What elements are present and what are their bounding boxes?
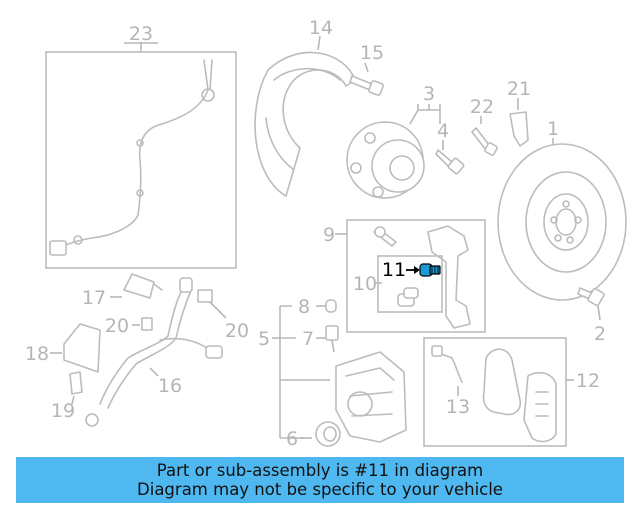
callout-6: 6 [286, 428, 298, 450]
part-12-brake-pads [423, 337, 574, 447]
part-21-sensor [509, 98, 529, 147]
callout-18: 18 [25, 343, 49, 365]
part-20-clip-right [197, 289, 227, 319]
part-15-bolt [349, 62, 384, 96]
part-20-clip-left [132, 317, 153, 331]
callout-13: 13 [446, 396, 470, 418]
callout-10: 10 [353, 273, 377, 295]
callout-14: 14 [309, 17, 333, 39]
callout-4: 4 [437, 120, 449, 142]
part-9-10-caliper-bracket [335, 219, 486, 333]
callout-3: 3 [423, 83, 435, 105]
part-14-splash-shield [254, 35, 356, 197]
part-22-bolt [471, 116, 498, 156]
callout-20-right: 20 [225, 320, 249, 342]
callout-9: 9 [323, 224, 335, 246]
part-3-wheel-hub [346, 104, 441, 199]
callout-7: 7 [302, 328, 314, 350]
part-4-bolt [435, 140, 465, 175]
callout-1: 1 [547, 118, 559, 140]
parts-diagram: 23 14 15 3 21 22 1 4 9 10 11 2 17 20 20 … [25, 17, 627, 450]
callout-2: 2 [594, 323, 606, 345]
part-23-abs-sensor-wire [45, 42, 237, 269]
callout-20-left: 20 [105, 315, 129, 337]
callout-21: 21 [507, 78, 531, 100]
part-17-bracket [110, 273, 163, 299]
callout-23: 23 [129, 23, 153, 45]
info-banner: Part or sub-assembly is #11 in diagram D… [16, 457, 624, 503]
callout-5: 5 [258, 328, 270, 350]
callout-11[interactable]: 11 [382, 259, 406, 281]
part-6-piston-seal [300, 421, 341, 447]
banner-line-1: Part or sub-assembly is #11 in diagram [156, 461, 484, 480]
part-1-brake-rotor [497, 138, 627, 301]
part-2-bolt [577, 287, 605, 321]
part-18-bracket [50, 323, 101, 373]
part-7-bleeder-screw [316, 325, 339, 353]
callout-8: 8 [298, 296, 310, 318]
part-16-brake-hose [85, 277, 223, 427]
part-11-bolt-highlighted[interactable] [406, 263, 441, 277]
callout-22: 22 [470, 96, 494, 118]
callout-15: 15 [360, 42, 384, 64]
callout-17: 17 [82, 287, 106, 309]
banner-line-2: Diagram may not be specific to your vehi… [137, 480, 503, 499]
callout-16: 16 [158, 375, 182, 397]
part-5-caliper-assembly [272, 305, 407, 443]
part-13-wear-sensor [431, 345, 463, 396]
part-8-bleeder-cap [316, 299, 337, 313]
part-19-bolt [69, 371, 83, 405]
callout-12: 12 [576, 370, 600, 392]
callout-19: 19 [51, 400, 75, 422]
